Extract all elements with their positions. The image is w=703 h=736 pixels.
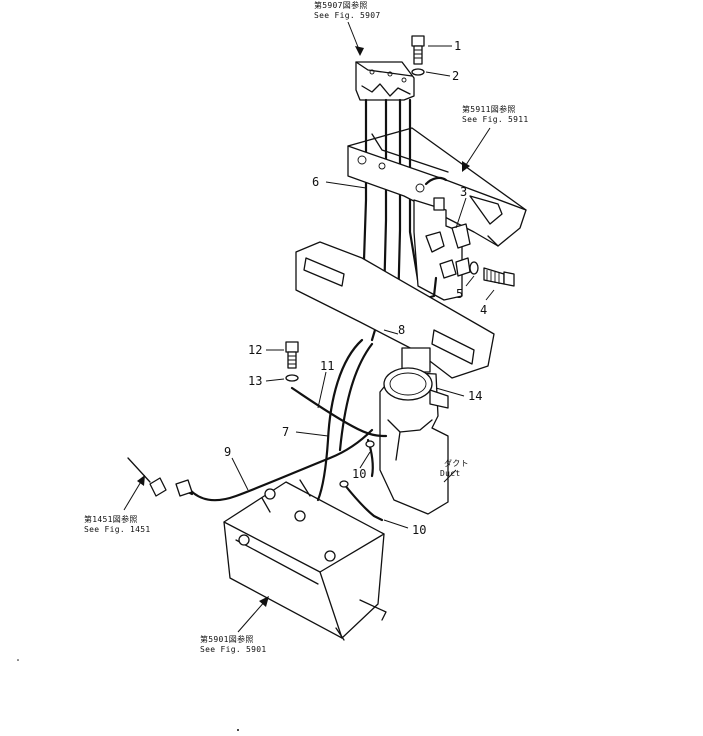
washer-5 [469,261,479,275]
callout-4: 4 [480,303,487,317]
callout-9: 9 [224,445,231,459]
callout-12: 12 [248,343,262,357]
wire-11 [290,386,388,438]
callout-8: 8 [398,323,405,337]
bolt-4 [483,267,515,287]
battery-box [223,479,387,641]
ref-5901-en: See Fig. 5901 [200,645,267,654]
callout-1: 1 [454,39,461,53]
callout-6: 6 [312,175,319,189]
callout-14: 14 [468,389,482,403]
duct [379,367,449,515]
callout-3: 3 [460,185,467,199]
upper-bracket [355,61,415,101]
bolt-12 [285,341,299,369]
callout-7: 7 [282,425,289,439]
reference-arrows [123,21,491,633]
lower-bracket [295,241,495,379]
relay-assembly [413,176,471,302]
duct-label-jp: ダクト [444,458,469,468]
callout-10-upper: 10 [352,467,366,481]
ref-5911-jp: 第5911図参照 [462,104,516,114]
duct-label-en: Duct [440,469,460,478]
callout-2: 2 [452,69,459,83]
ref-1451-jp: 第1451図参照 [84,514,138,524]
terminals [127,440,375,497]
ref-5907-en: See Fig. 5907 [314,11,381,20]
callout-5: 5 [456,287,463,301]
ref-5901-jp: 第5901図参照 [200,634,254,644]
callout-10-lower: 10 [412,523,426,537]
washer-2 [411,68,425,76]
ref-1451-en: See Fig. 1451 [84,525,151,534]
leader-lines [231,45,495,529]
bolt-1 [411,35,425,65]
washer-13 [285,374,299,382]
ref-5907-jp: 第5907図参照 [314,0,368,10]
callout-11: 11 [320,359,334,373]
wire-harness-7 [316,338,374,502]
ref-5911-en: See Fig. 5911 [462,115,529,124]
rail-bracket [347,127,527,247]
callout-13: 13 [248,374,262,388]
